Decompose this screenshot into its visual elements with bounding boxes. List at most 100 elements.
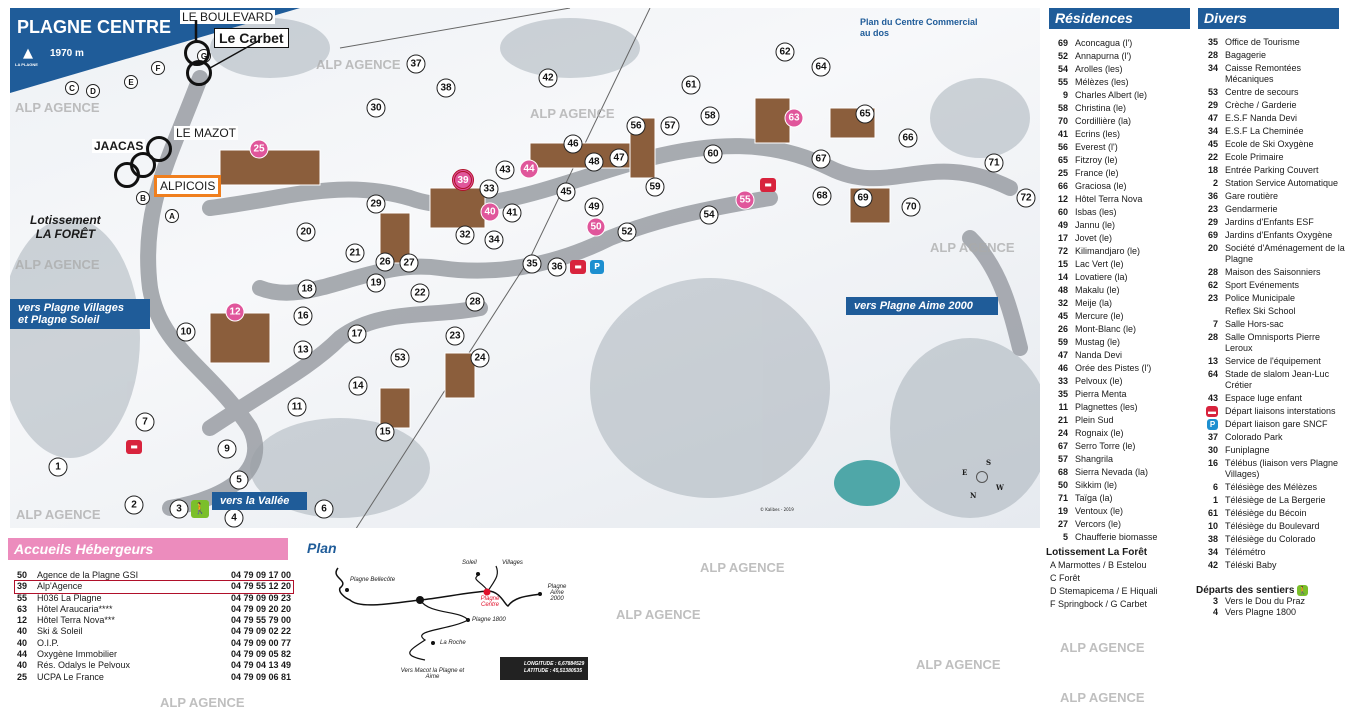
item-number: 3 (1212, 596, 1218, 606)
map-marker-54[interactable]: 54 (699, 205, 719, 225)
map-marker-63[interactable]: 63 (784, 108, 804, 128)
map-marker-46[interactable]: 46 (563, 134, 583, 154)
compass-e: E (962, 468, 968, 477)
map-marker-41[interactable]: 41 (502, 203, 522, 223)
map-marker-45[interactable]: 45 (556, 182, 576, 202)
map-marker-64[interactable]: 64 (811, 57, 831, 77)
plan-place: Vers Macot la Plagne et Aime (400, 668, 465, 680)
map-marker-4[interactable]: 4 (224, 508, 244, 528)
map-marker-66[interactable]: 66 (898, 128, 918, 148)
map-marker-18[interactable]: 18 (297, 279, 317, 299)
latitude: LATITUDE : 45,51380535 (524, 668, 582, 674)
map-marker-58[interactable]: 58 (700, 106, 720, 126)
map-marker-37[interactable]: 37 (406, 54, 426, 74)
map-marker-49[interactable]: 49 (584, 197, 604, 217)
map-marker-10[interactable]: 10 (176, 322, 196, 342)
map-marker-19[interactable]: 19 (366, 273, 386, 293)
map-marker-17[interactable]: 17 (347, 324, 367, 344)
map-marker-40[interactable]: 40 (480, 202, 500, 222)
map-marker-72[interactable]: 72 (1016, 188, 1036, 208)
map-marker-C[interactable]: C (65, 81, 79, 95)
map-marker-20[interactable]: 20 (296, 222, 316, 242)
resort-map[interactable] (10, 8, 1040, 528)
map-marker-70[interactable]: 70 (901, 197, 921, 217)
watermark: ALP AGENCE (15, 257, 100, 272)
item-number: 27 (1057, 519, 1068, 529)
sncf-shuttle-icon[interactable]: P (590, 260, 604, 274)
map-marker-24[interactable]: 24 (470, 348, 490, 368)
map-marker-7[interactable]: 7 (135, 412, 155, 432)
map-marker-9[interactable]: 9 (217, 439, 237, 459)
map-marker-42[interactable]: 42 (538, 68, 558, 88)
map-marker-56[interactable]: 56 (626, 116, 646, 136)
map-marker-27[interactable]: 27 (399, 253, 419, 273)
map-marker-1[interactable]: 1 (48, 457, 68, 477)
map-marker-32[interactable]: 32 (455, 225, 475, 245)
accueil-phone: 04 79 55 79 00 (230, 615, 291, 626)
map-marker-34[interactable]: 34 (484, 230, 504, 250)
map-marker-11[interactable]: 11 (287, 397, 307, 417)
map-marker-52[interactable]: 52 (617, 222, 637, 242)
map-marker-B[interactable]: B (136, 191, 150, 205)
map-marker-36[interactable]: 36 (547, 257, 567, 277)
map-marker-26[interactable]: 26 (375, 252, 395, 272)
map-marker-28[interactable]: 28 (465, 292, 485, 312)
map-marker-5[interactable]: 5 (229, 470, 249, 490)
watermark: ALP AGENCE (930, 240, 1015, 255)
bus-icon[interactable]: ▬ (760, 178, 776, 192)
map-marker-F[interactable]: F (151, 61, 165, 75)
map-marker-35[interactable]: 35 (522, 254, 542, 274)
map-marker-33[interactable]: 33 (479, 179, 499, 199)
map-marker-29[interactable]: 29 (366, 194, 386, 214)
map-marker-13[interactable]: 13 (293, 340, 313, 360)
map-marker-15[interactable]: 15 (375, 422, 395, 442)
map-marker-3[interactable]: 3 (169, 499, 189, 519)
map-marker-69[interactable]: 69 (853, 188, 873, 208)
map-marker-2[interactable]: 2 (124, 495, 144, 515)
hiker-icon[interactable]: 🚶 (191, 500, 209, 518)
map-marker-39[interactable]: 39 (452, 169, 474, 191)
map-marker-22[interactable]: 22 (410, 283, 430, 303)
map-marker-25[interactable]: 25 (249, 139, 269, 159)
map-marker-30[interactable]: 30 (366, 98, 386, 118)
map-marker-6[interactable]: 6 (314, 499, 334, 519)
map-marker-16[interactable]: 16 (293, 306, 313, 326)
map-marker-38[interactable]: 38 (436, 78, 456, 98)
item-label: Colorado Park (1225, 432, 1283, 442)
map-marker-55[interactable]: 55 (735, 190, 755, 210)
accueil-phone: 04 79 09 00 77 (230, 637, 291, 648)
map-marker-71[interactable]: 71 (984, 153, 1004, 173)
map-marker-50[interactable]: 50 (586, 217, 606, 237)
map-marker-57[interactable]: 57 (660, 116, 680, 136)
map-marker-61[interactable]: 61 (681, 75, 701, 95)
map-marker-47[interactable]: 47 (609, 148, 629, 168)
map-marker-A[interactable]: A (165, 209, 179, 223)
bus-icon[interactable]: ▬ (570, 260, 586, 274)
map-marker-59[interactable]: 59 (645, 177, 665, 197)
map-marker-12[interactable]: 12 (225, 302, 245, 322)
bus-icon[interactable]: ▬ (126, 440, 142, 454)
map-marker-23[interactable]: 23 (445, 326, 465, 346)
accueil-number: 25 (17, 671, 28, 682)
map-marker-14[interactable]: 14 (348, 376, 368, 396)
map-marker-21[interactable]: 21 (345, 243, 365, 263)
map-marker-E[interactable]: E (124, 75, 138, 89)
map-marker-44[interactable]: 44 (519, 159, 539, 179)
direction-vallee[interactable]: vers la Vallée (212, 492, 307, 510)
map-marker-62[interactable]: 62 (775, 42, 795, 62)
map-marker-68[interactable]: 68 (812, 186, 832, 206)
map-marker-43[interactable]: 43 (495, 160, 515, 180)
item-label: E.S.F La Cheminée (1225, 126, 1304, 136)
map-marker-67[interactable]: 67 (811, 149, 831, 169)
direction-plagne-aime[interactable]: vers Plagne Aime 2000 (846, 297, 998, 315)
map-marker-53[interactable]: 53 (390, 348, 410, 368)
map-marker-48[interactable]: 48 (584, 152, 604, 172)
item-label: Crèche / Garderie (1225, 100, 1297, 110)
map-marker-65[interactable]: 65 (855, 104, 875, 124)
map-marker-D[interactable]: D (86, 84, 100, 98)
map-marker-60[interactable]: 60 (703, 144, 723, 164)
